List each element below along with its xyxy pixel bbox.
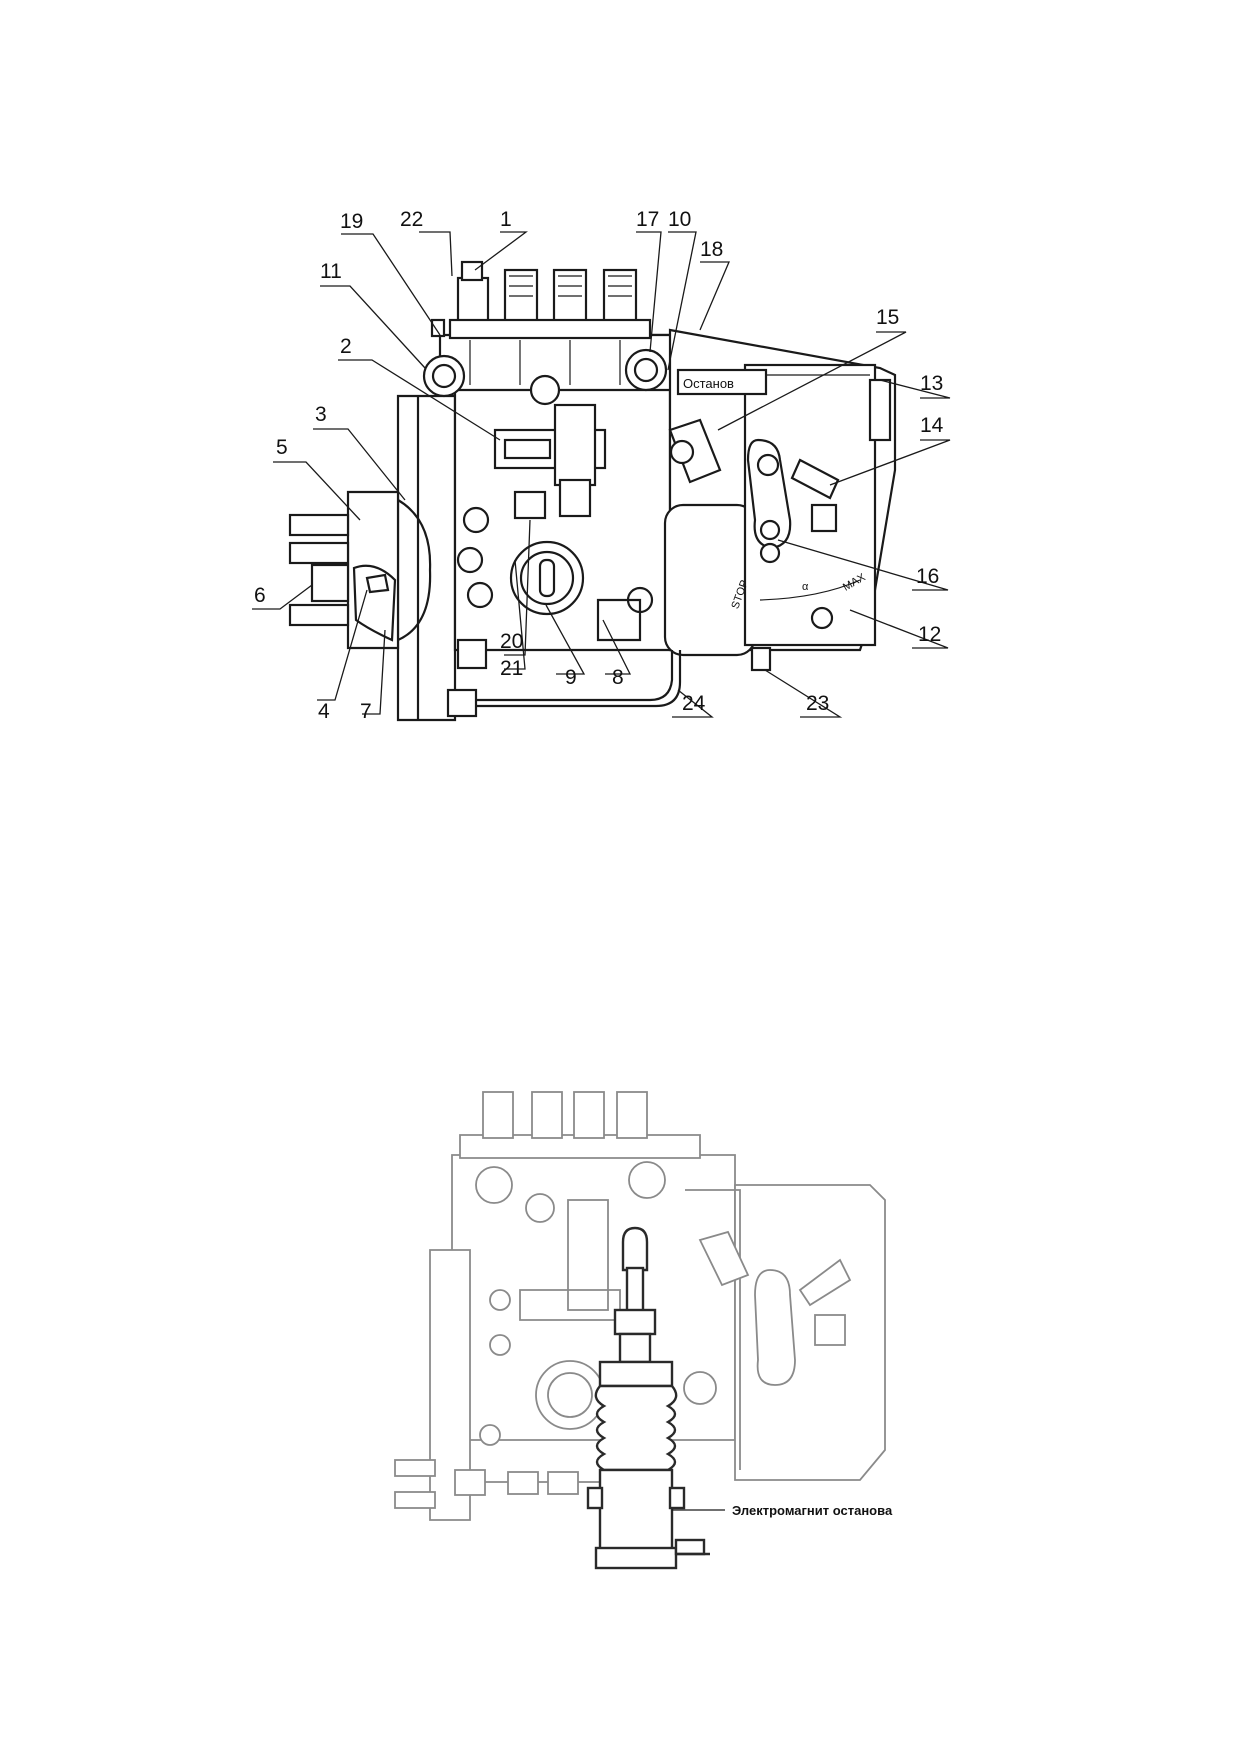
pump-drawing-bottom: Электромагнит останова <box>394 1091 893 1570</box>
callout-20: 20 <box>500 630 523 653</box>
callout-22: 22 <box>400 208 423 231</box>
callout-4: 4 <box>318 700 330 723</box>
callout-24: 24 <box>682 692 706 715</box>
callout-2: 2 <box>340 335 352 358</box>
callout-5: 5 <box>276 436 288 459</box>
callout-13: 13 <box>920 372 943 395</box>
stop-solenoid <box>586 1226 710 1570</box>
callout-6: 6 <box>254 584 266 607</box>
callout-17: 17 <box>636 208 659 231</box>
stop-plate-text: Останов <box>683 376 734 391</box>
leader-lines <box>252 231 951 718</box>
callout-1: 1 <box>500 208 512 231</box>
callout-3: 3 <box>315 403 327 426</box>
callout-8: 8 <box>612 666 624 689</box>
callout-numbers: 1 2 3 4 5 6 7 8 9 10 11 12 13 14 15 16 1… <box>254 208 944 723</box>
callout-16: 16 <box>916 565 939 588</box>
solenoid-label: Электромагнит останова <box>732 1503 893 1518</box>
callout-10: 10 <box>668 208 691 231</box>
callout-7: 7 <box>360 700 372 723</box>
pump-drawing-top: Останов STOP α MAX <box>252 208 951 723</box>
callout-14: 14 <box>920 414 944 437</box>
callout-23: 23 <box>806 692 829 715</box>
callout-15: 15 <box>876 306 899 329</box>
callout-9: 9 <box>565 666 577 689</box>
delivery-valve-holders <box>448 260 652 340</box>
callout-12: 12 <box>918 623 941 646</box>
callout-18: 18 <box>700 238 723 261</box>
callout-19: 19 <box>340 210 363 233</box>
callout-21: 21 <box>500 657 523 680</box>
callout-11: 11 <box>320 260 342 283</box>
scale-angle-text: α <box>802 581 809 593</box>
